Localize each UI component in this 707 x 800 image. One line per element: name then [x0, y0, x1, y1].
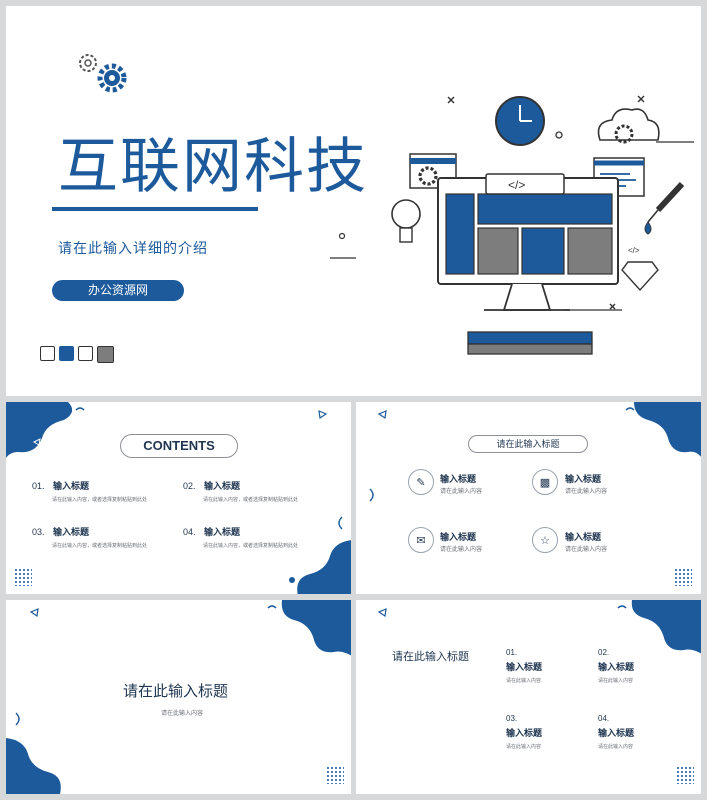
dot-grid: [676, 766, 694, 784]
list-item-2[interactable]: 02. 输入标题 请在此输入内容: [598, 648, 635, 684]
corner-blob-top-right: [625, 402, 701, 457]
swatch-grey: [97, 346, 114, 363]
icon-item-1[interactable]: 输入标题 请在此输入内容: [440, 474, 483, 495]
list-item-1[interactable]: 01. 输入标题 请在此输入内容: [506, 648, 543, 684]
arc-marker: [369, 488, 374, 502]
chart-icon: ▩: [532, 469, 558, 495]
contents-slide[interactable]: CONTENTS 01. 输入标题 请在此输入内容，或者选择复制粘贴到此处 02…: [6, 402, 351, 594]
icons-slide[interactable]: 请在此输入标题 ✎ 输入标题 请在此输入内容 ▩ 输入标题 请在此输入内容 ✉ …: [356, 402, 701, 594]
corner-blob-top-left: [6, 402, 85, 458]
gears-icon: [79, 54, 127, 93]
contents-item-2[interactable]: 02. 输入标题 请在此输入内容，或者选择复制粘贴到此处: [183, 481, 299, 503]
list-item-4[interactable]: 04. 输入标题 请在此输入内容: [598, 714, 635, 750]
dot-grid: [674, 568, 692, 586]
section-subtitle: 请在此输入内容: [161, 711, 204, 717]
swatch-outline-1: [40, 346, 55, 361]
list-slide[interactable]: 请在此输入标题 01. 输入标题 请在此输入内容 02. 输入标题 请在此输入内…: [356, 600, 701, 794]
section-title: 请在此输入标题: [123, 683, 229, 700]
code-tag-label: </>: [508, 178, 526, 192]
contents-item-1[interactable]: 01. 输入标题 请在此输入内容，或者选择复制粘贴到此处: [32, 481, 148, 503]
list-item-3[interactable]: 03. 输入标题 请在此输入内容: [506, 714, 543, 750]
swatch-blue: [59, 346, 74, 361]
title-underline: [52, 207, 258, 211]
corner-blob-bottom-left: [6, 738, 61, 794]
triangle-marker: [318, 410, 328, 420]
section-slide[interactable]: 请在此输入标题 请在此输入内容: [6, 600, 351, 794]
chat-icon: ✉: [408, 527, 434, 553]
cover-title: 互联网科技: [58, 133, 368, 200]
contents-item-4[interactable]: 04. 输入标题 请在此输入内容，或者选择复制粘贴到此处: [183, 527, 299, 549]
triangle-marker: [29, 608, 39, 618]
small-code-tag: </>: [628, 246, 640, 255]
corner-blob-top-right: [267, 600, 351, 656]
arc-marker: [15, 712, 20, 726]
cover-slide[interactable]: 互联网科技 请在此输入详细的介绍 办公资源网: [6, 6, 701, 396]
triangle-marker: [377, 608, 387, 618]
icons-header: 请在此输入标题: [468, 435, 588, 453]
corner-blob-top-right: [617, 600, 701, 654]
triangle-marker: [377, 410, 387, 420]
document-icon: ✎: [408, 469, 434, 495]
trophy-icon: ☆: [532, 527, 558, 553]
contents-header: CONTENTS: [120, 434, 238, 458]
icon-item-2[interactable]: 输入标题 请在此输入内容: [565, 474, 608, 495]
icon-item-3[interactable]: 输入标题 请在此输入内容: [440, 532, 483, 553]
arc-marker: [338, 516, 343, 530]
cover-subtitle: 请在此输入详细的介绍: [58, 240, 208, 256]
swatch-outline-2: [78, 346, 93, 361]
dot-grid: [14, 568, 32, 586]
contents-item-3[interactable]: 03. 输入标题 请在此输入内容，或者选择复制粘贴到此处: [32, 527, 148, 549]
icon-item-4[interactable]: 输入标题 请在此输入内容: [565, 532, 608, 553]
dot-grid: [326, 766, 344, 784]
cover-button[interactable]: 办公资源网: [52, 280, 184, 301]
corner-blob-bottom-right: [289, 540, 351, 594]
computer-illustration: [330, 95, 694, 355]
list-title: 请在此输入标题: [392, 651, 469, 663]
